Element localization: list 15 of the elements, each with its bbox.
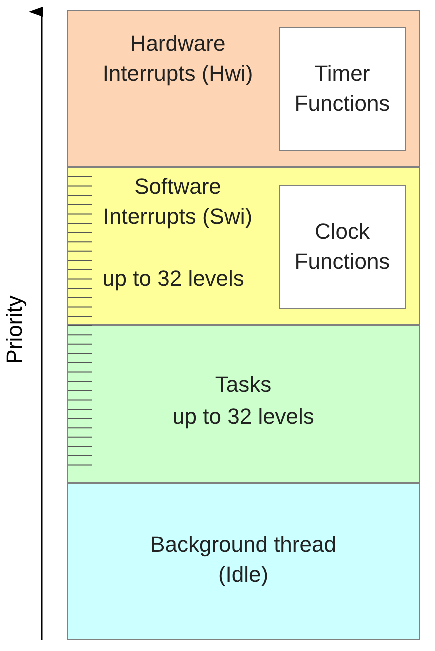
band-label: Background thread (Idle) bbox=[150, 531, 338, 589]
band-label: up to 32 levels bbox=[102, 265, 246, 293]
band-label: Tasks bbox=[214, 371, 273, 399]
priority-band bbox=[67, 10, 420, 167]
band-label: Software Interrupts (Swi) bbox=[102, 173, 254, 231]
priority-band bbox=[67, 483, 420, 640]
axis-label: Priority bbox=[1, 295, 28, 365]
band-label: Hardware Interrupts (Hwi) bbox=[102, 30, 254, 88]
sub-box bbox=[279, 185, 406, 309]
priority-band bbox=[67, 167, 420, 325]
band-label: Clock Functions bbox=[294, 218, 392, 276]
priority-band bbox=[67, 325, 420, 483]
band-label: up to 32 levels bbox=[172, 403, 316, 431]
band-label: Timer Functions bbox=[294, 60, 392, 118]
sub-box bbox=[279, 27, 406, 151]
